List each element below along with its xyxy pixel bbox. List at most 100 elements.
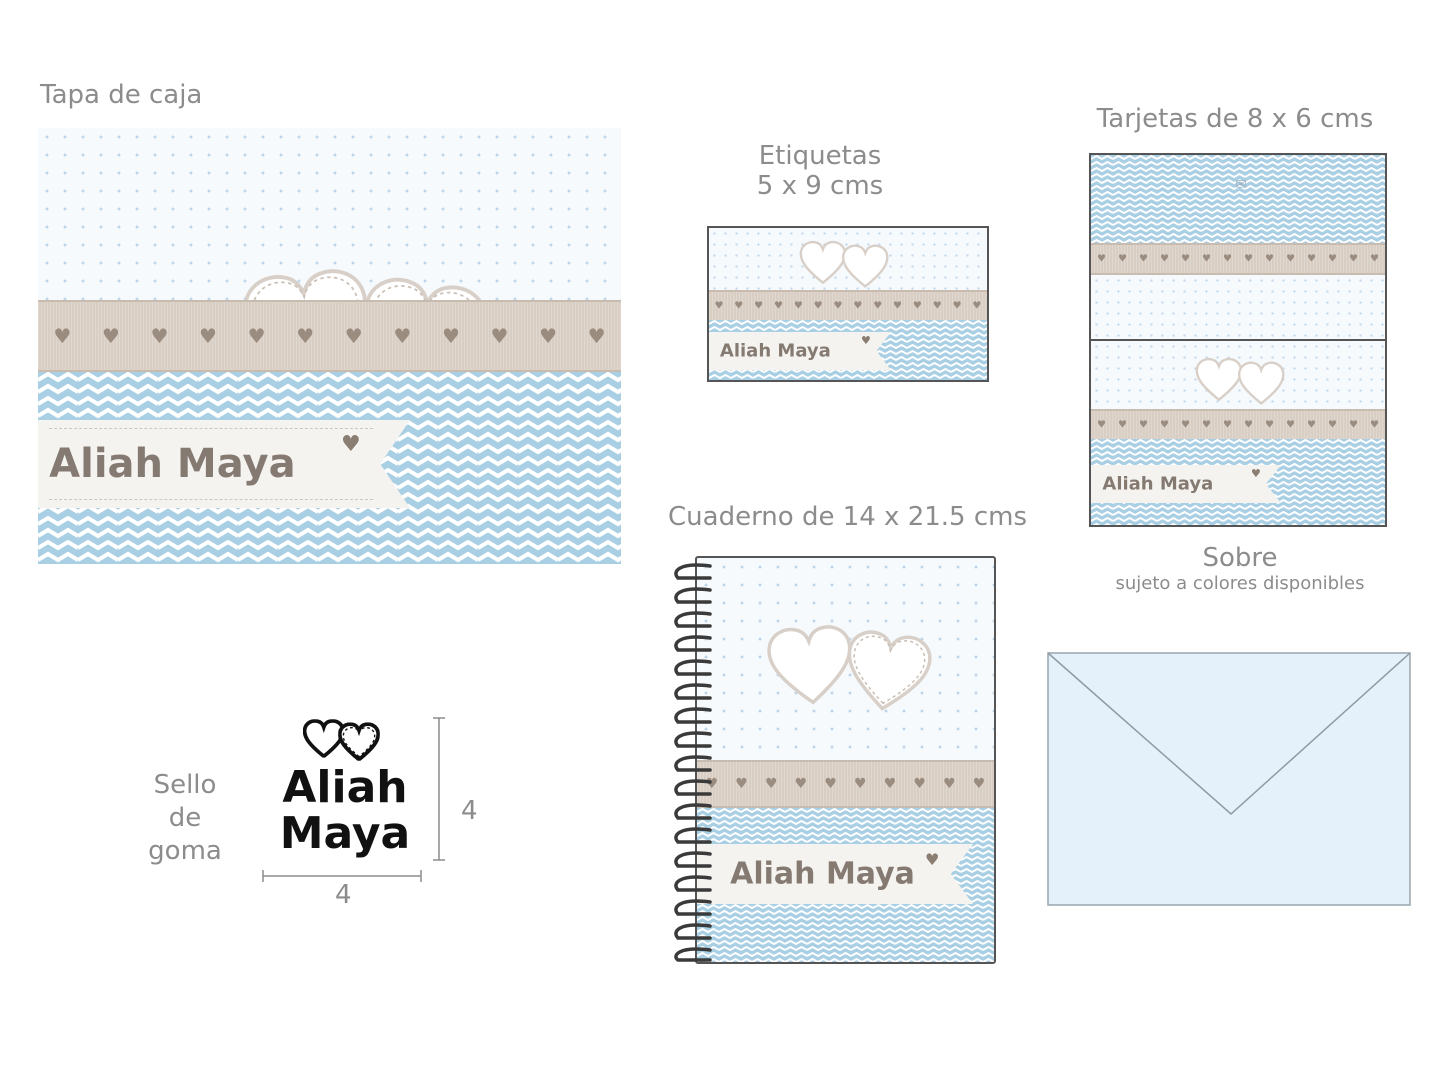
name-text: Aliah Maya — [730, 856, 915, 892]
notebook-label: Cuaderno de 14 x 21.5 cms — [668, 502, 1028, 532]
ribbon-band: ♥♥♥♥♥♥♥♥♥♥♥♥♥♥ — [1091, 243, 1385, 275]
stamp-name-line1: Aliah — [282, 762, 408, 813]
heart-icon: ♥ — [1307, 419, 1316, 431]
double-heart-icon — [767, 623, 935, 716]
heart-icon: ♥ — [833, 300, 843, 312]
name-tag: Aliah Maya — [709, 332, 891, 370]
heart-icon: ♥ — [199, 324, 217, 348]
tags-size: 5 x 9 cms — [756, 171, 884, 201]
heart-icon: ♥ — [1370, 253, 1379, 265]
envelope-icon — [1047, 652, 1411, 906]
heart-icon: ♥ — [1223, 419, 1232, 431]
heart-icon: ♥ — [861, 334, 871, 347]
heart-icon: ♥ — [393, 324, 412, 348]
dimension-height: 4 — [461, 796, 478, 826]
heart-icon: ♥ — [1139, 253, 1148, 265]
heart-icon: ♥ — [1307, 253, 1316, 265]
name-text: Aliah Maya — [49, 441, 296, 487]
heart-icon: ♥ — [854, 776, 867, 792]
card-front-design: ♥♥♥♥♥♥♥♥♥♥♥♥♥♥ Aliah Maya ♥ — [1089, 339, 1387, 527]
heart-icon: ♥ — [344, 324, 363, 348]
heart-icon: ♥ — [883, 776, 897, 792]
heart-icon: ♥ — [735, 776, 748, 792]
tags-title: Etiquetas — [758, 141, 882, 171]
heart-icon: ♥ — [1244, 253, 1253, 265]
envelope-icon: ✉ — [1235, 177, 1247, 193]
heart-icon: ♥ — [1265, 253, 1274, 265]
heart-icon: ♥ — [1139, 419, 1148, 431]
heart-icon: ♥ — [773, 300, 783, 312]
heart-icon: ♥ — [1349, 419, 1358, 431]
heart-icon: ♥ — [893, 300, 902, 312]
heart-icon: ♥ — [794, 776, 808, 792]
polka-area — [1091, 275, 1385, 339]
stamp-name-line2: Maya — [279, 808, 411, 859]
heart-icon: ♥ — [873, 300, 883, 312]
heart-icon: ♥ — [101, 324, 120, 348]
tag-design: ♥♥♥♥♥♥♥♥♥♥♥♥♥♥ Aliah Maya ♥ — [707, 226, 989, 382]
heart-icon: ♥ — [925, 850, 940, 869]
heart-icon: ♥ — [705, 776, 719, 792]
heart-icon: ♥ — [341, 432, 361, 457]
ribbon-hearts: ♥♥♥♥♥♥♥♥♥♥♥♥♥♥ — [1091, 254, 1385, 265]
heart-icon: ♥ — [1097, 253, 1106, 265]
heart-icon: ♥ — [932, 300, 942, 312]
ribbon-band: ♥♥♥♥♥♥♥♥♥♥ — [697, 760, 994, 808]
ribbon-hearts: ♥♥♥♥♥♥♥♥♥♥♥♥♥♥ — [1091, 420, 1385, 431]
heart-icon: ♥ — [824, 776, 837, 792]
name-text: Aliah Maya — [1102, 473, 1214, 495]
heart-icon: ♥ — [912, 300, 922, 312]
dimension-width: 4 — [335, 880, 352, 910]
stitch-line — [49, 428, 373, 429]
heart-icon: ♥ — [1097, 419, 1106, 431]
heart-icon: ♥ — [1202, 253, 1211, 265]
heart-icon: ♥ — [150, 324, 169, 348]
heart-icon: ♥ — [1328, 419, 1337, 431]
heart-icon: ♥ — [714, 300, 724, 312]
heart-icon: ♥ — [754, 300, 764, 312]
heart-icon: ♥ — [943, 776, 956, 792]
name-tag: Aliah Maya — [1091, 465, 1281, 503]
ribbon-band: ♥♥♥♥♥♥♥♥♥♥♥♥♥♥ — [1091, 409, 1385, 441]
heart-icon: ♥ — [913, 776, 926, 792]
name-tag: Aliah Maya — [697, 844, 973, 904]
card-back-design: ✉ ♥♥♥♥♥♥♥♥♥♥♥♥♥♥ — [1089, 153, 1387, 341]
heart-icon: ♥ — [1160, 253, 1169, 265]
stamp-label-2: de — [168, 803, 202, 833]
heart-icon: ♥ — [972, 300, 982, 312]
heart-icon: ♥ — [1286, 419, 1295, 431]
heart-icon: ♥ — [1328, 253, 1337, 265]
heart-icon: ♥ — [972, 776, 986, 792]
heart-icon: ♥ — [1118, 253, 1127, 265]
heart-icon: ♥ — [1118, 419, 1127, 431]
heart-icon: ♥ — [1286, 253, 1295, 265]
heart-icon: ♥ — [296, 324, 315, 348]
chevron-waves — [1091, 155, 1385, 243]
heart-icon: ♥ — [53, 324, 72, 348]
spiral-binding-icon — [674, 563, 712, 962]
notebook-design: ♥♥♥♥♥♥♥♥♥♥ Aliah Maya ♥ — [695, 556, 996, 964]
heart-icon: ♥ — [793, 300, 803, 312]
heart-icon: ♥ — [1349, 253, 1358, 265]
box-lid-label: Tapa de caja — [40, 80, 203, 110]
cards-label: Tarjetas de 8 x 6 cms — [1096, 104, 1374, 134]
ribbon-band: ♥♥♥♥♥♥♥♥♥♥♥♥ — [38, 300, 621, 372]
heart-icon: ♥ — [1181, 419, 1190, 431]
name-text: Aliah Maya — [719, 340, 831, 362]
heart-icon: ♥ — [1370, 419, 1379, 431]
double-heart-icon — [1195, 357, 1285, 405]
heart-icon: ♥ — [1265, 419, 1274, 431]
stamp-label-3: goma — [148, 836, 222, 866]
envelope-title: Sobre — [1202, 543, 1278, 573]
envelope-note: sujeto a colores disponibles — [1115, 573, 1365, 594]
heart-icon: ♥ — [1160, 419, 1169, 431]
double-heart-icon — [799, 240, 889, 288]
ribbon-band: ♥♥♥♥♥♥♥♥♥♥♥♥♥♥ — [709, 290, 987, 322]
name-tag: Aliah Maya — [38, 420, 410, 508]
heart-icon: ♥ — [539, 324, 558, 348]
heart-icon: ♥ — [952, 300, 962, 312]
stitch-line — [49, 499, 373, 500]
heart-icon: ♥ — [441, 324, 460, 348]
stamp-label-1: Sello — [153, 770, 217, 800]
box-lid-design: ♥♥♥♥♥♥♥♥♥♥♥♥ Aliah Maya ♥ — [38, 128, 621, 564]
